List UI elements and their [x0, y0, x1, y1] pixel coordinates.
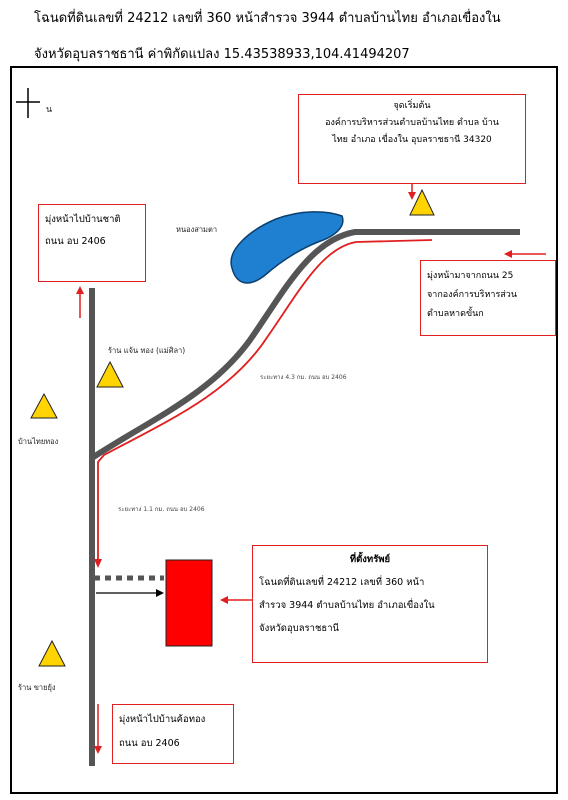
road-diagonal: [90, 229, 520, 461]
property-line-1: โฉนดที่ดินเลขที่ 24212 เลขที่ 360 หน้า: [259, 577, 425, 588]
map-title-line-1: โฉนดที่ดินเลขที่ 24212 เลขที่ 360 หน้าสำ…: [34, 11, 501, 26]
store-label: ร้าน ขายยุ้ง: [18, 683, 56, 692]
property-box: ที่ตั้งทรัพย์ โฉนดที่ดินเลขที่ 24212 เลข…: [252, 545, 488, 663]
warning-triangle-icon: [96, 360, 124, 388]
warning-triangle-icon: [30, 392, 58, 419]
shop-label: ร้าน แจ้น ทอง (แม่ศิลา): [108, 346, 186, 355]
start-point-box: จุดเริ่มต้น องค์การบริหารส่วนตำบลบ้านไทย…: [298, 94, 526, 184]
to-kho-thong-line-1: มุ่งหน้าไปบ้านค้อทอง: [119, 714, 206, 725]
from-road-line-2: จากองค์การบริหารส่วน: [427, 290, 517, 300]
map-frame: [10, 66, 558, 794]
start-point-line-2: ไทย อำเภอ เขื่องใน อุบลราชธานี 34320: [332, 135, 492, 145]
from-road-box: มุ่งหน้ามาจากถนน 25 จากองค์การบริหารส่วน…: [420, 260, 556, 336]
route-line: [97, 239, 433, 560]
to-ban-chat-box: มุ่งหน้าไปบ้านชาติ ถนน อบ 2406: [38, 204, 146, 282]
to-kho-thong-line-2: ถนน อบ 2406: [119, 738, 180, 749]
village-label: บ้านไทยทอง: [18, 437, 59, 446]
distance-diagonal-label: ระยะทาง 4.3 กม. ถนน อบ 2406: [260, 374, 347, 381]
from-road-line-3: ตำบลหาดขั้นก: [427, 309, 484, 319]
property-heading: ที่ตั้งทรัพย์: [349, 554, 391, 565]
start-point-heading: จุดเริ่มต้น: [393, 101, 431, 111]
to-kho-thong-box: มุ่งหน้าไปบ้านค้อทอง ถนน อบ 2406: [112, 704, 234, 764]
arrow-from-start-head: [408, 192, 416, 200]
distance-vertical-label: ระยะทาง 1.1 กม. ถนน อบ 2406: [118, 506, 205, 513]
arrow-from-road-head: [504, 250, 512, 258]
arrow-property-box-head: [220, 596, 228, 604]
pond: [230, 211, 344, 284]
north-label: น: [46, 105, 53, 115]
start-point-line-1: องค์การบริหารส่วนตำบลบ้านไทย ตำบล บ้าน: [325, 118, 499, 128]
to-ban-chat-line-2: ถนน อบ 2406: [45, 236, 106, 247]
from-road-line-1: มุ่งหน้ามาจากถนน 25: [427, 271, 514, 281]
warning-triangle-icon: [38, 639, 66, 667]
north-arrow-icon: [16, 88, 40, 118]
pond-label: หนองสามตา: [176, 225, 218, 234]
arrow-down-kho-thong-head: [94, 746, 102, 754]
property-line-3: จังหวัดอุบลราชธานี: [259, 623, 340, 634]
warning-triangle-icon: [409, 188, 435, 216]
to-ban-chat-line-1: มุ่งหน้าไปบ้านชาติ: [45, 214, 121, 225]
property-access-arrow-head: [156, 589, 164, 597]
route-arrow-head-1: [94, 559, 102, 568]
property-marker: [165, 559, 213, 647]
arrow-up-ban-chat-head: [76, 286, 84, 294]
map-title-line-2: จังหวัดอุบลราชธานี ค่าพิกัดแปลง 15.43538…: [34, 47, 410, 62]
property-line-2: สำรวจ 3944 ตำบลบ้านไทย อำเภอเขื่องใน: [259, 600, 435, 611]
